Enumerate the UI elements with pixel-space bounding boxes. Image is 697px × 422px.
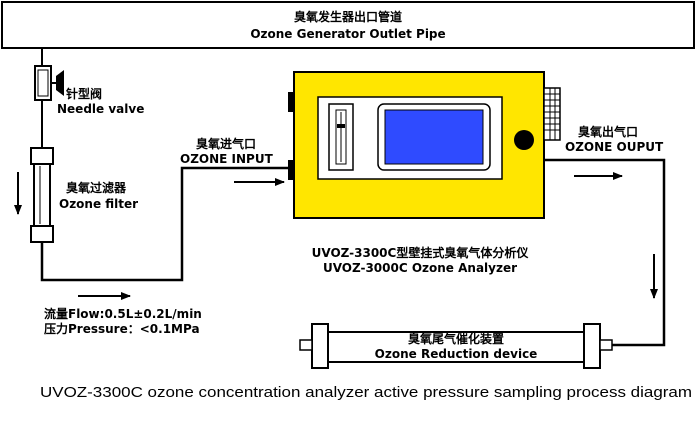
diagram-caption: UVOZ-3300C ozone concentration analyzer … — [40, 384, 692, 401]
pipe-title-cn: 臭氧发生器出口管道 — [294, 9, 402, 24]
analyzer-label-cn: UVOZ-3300C型壁挂式臭氧气体分析仪 — [312, 245, 530, 260]
ozone-output-label-en: OZONE OUPUT — [565, 140, 664, 154]
ozone-analyzer — [288, 71, 561, 219]
inlet-tubing — [40, 166, 292, 282]
knob-icon — [514, 130, 534, 150]
ozone-filter — [30, 147, 54, 243]
ozone-reduction-device — [299, 323, 613, 369]
outlet-pipe: 臭氧发生器出口管道 Ozone Generator Outlet Pipe — [1, 1, 695, 49]
needle-valve-label-en: Needle valve — [57, 102, 144, 116]
ozone-filter-label-cn: 臭氧过滤器 — [66, 180, 127, 195]
reduction-label-cn: 臭氧尾气催化装置 — [408, 331, 504, 346]
ozone-output-label-cn: 臭氧出气口 — [578, 124, 638, 139]
valve-handle-icon — [56, 70, 64, 96]
ozone-input-label-en: OZONE INPUT — [180, 152, 274, 166]
ozone-input-label-cn: 臭氧进气口 — [196, 136, 256, 151]
analyzer-label-en: UVOZ-3000C Ozone Analyzer — [323, 261, 517, 275]
needle-valve-label-cn: 针型阀 — [66, 86, 102, 101]
pipe-title-en: Ozone Generator Outlet Pipe — [250, 27, 445, 41]
heatsink — [543, 87, 561, 141]
pressure-text: 压力Pressure：<0.1MPa — [44, 321, 200, 336]
display-screen — [384, 109, 484, 165]
needle-valve — [34, 65, 64, 101]
flow-text: 流量Flow:0.5L±0.2L/min — [44, 306, 202, 321]
outlet-tubing — [544, 158, 666, 347]
reduction-label-en: Ozone Reduction device — [375, 347, 538, 361]
ozone-filter-label-en: Ozone filter — [59, 197, 138, 211]
